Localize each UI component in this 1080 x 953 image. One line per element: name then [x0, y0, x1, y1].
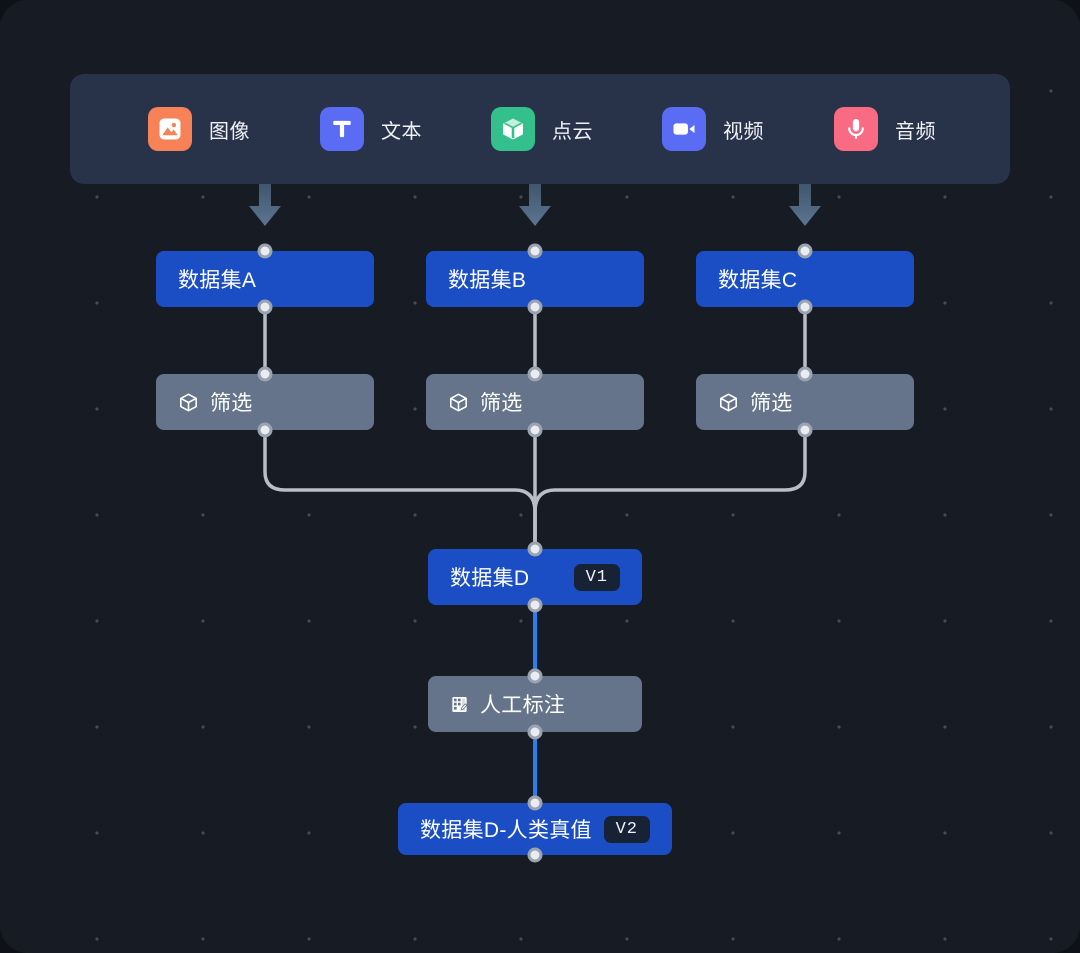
arrow-down-right-icon — [787, 184, 823, 233]
node-dataset-ground-truth-label: 数据集D-人类真值 — [420, 819, 592, 842]
tool-audio-label: 音频 — [895, 120, 936, 143]
port-ground-truth-out[interactable] — [527, 847, 543, 863]
image-icon — [148, 107, 192, 151]
port-filter-c-in[interactable] — [797, 366, 813, 382]
port-filter-b-out[interactable] — [527, 422, 543, 438]
port-dataset-d-out[interactable] — [527, 597, 543, 613]
node-filter-a-label: 筛选 — [210, 392, 253, 415]
node-annotate[interactable]: 人工标注 — [428, 676, 642, 732]
version-badge-v1: V1 — [573, 563, 620, 591]
tool-image-label: 图像 — [209, 120, 250, 143]
port-filter-b-in[interactable] — [527, 366, 543, 382]
audio-icon — [834, 107, 878, 151]
edge-filterc-dsd[interactable] — [533, 428, 807, 551]
port-dataset-b-in[interactable] — [527, 243, 543, 259]
tool-video[interactable]: 视频 — [662, 107, 764, 151]
video-icon — [662, 107, 706, 151]
port-dataset-c-out[interactable] — [797, 299, 813, 315]
node-dataset-d[interactable]: 数据集D V1 — [428, 549, 642, 605]
node-dataset-d-label: 数据集D — [450, 567, 530, 590]
node-dataset-b-label: 数据集B — [448, 269, 527, 292]
pointcloud-icon — [491, 107, 535, 151]
port-dataset-c-in[interactable] — [797, 243, 813, 259]
tool-audio[interactable]: 音频 — [834, 107, 936, 151]
port-filter-a-in[interactable] — [257, 366, 273, 382]
node-dataset-a-label: 数据集A — [178, 269, 257, 292]
cube-icon — [448, 392, 469, 413]
edge-filtera-dsd[interactable] — [263, 428, 537, 551]
port-ground-truth-in[interactable] — [527, 795, 543, 811]
tool-text-label: 文本 — [381, 120, 422, 143]
arrow-down-left-icon — [247, 184, 283, 233]
node-dataset-b[interactable]: 数据集B — [426, 251, 644, 307]
port-filter-c-out[interactable] — [797, 422, 813, 438]
node-filter-a[interactable]: 筛选 — [156, 374, 374, 430]
node-dataset-ground-truth[interactable]: 数据集D-人类真值 V2 — [398, 803, 672, 855]
port-annotate-out[interactable] — [527, 724, 543, 740]
annotate-icon — [450, 695, 469, 714]
tool-video-label: 视频 — [723, 120, 764, 143]
node-dataset-c-label: 数据集C — [718, 269, 798, 292]
tool-image[interactable]: 图像 — [148, 107, 250, 151]
tool-pointcloud-label: 点云 — [552, 120, 593, 143]
arrow-down-center-icon — [517, 184, 553, 233]
source-type-toolbar[interactable]: 图像 文本 点云 — [70, 74, 1010, 184]
port-dataset-d-in[interactable] — [527, 541, 543, 557]
node-filter-c[interactable]: 筛选 — [696, 374, 914, 430]
tool-pointcloud[interactable]: 点云 — [491, 107, 593, 151]
version-badge-v2: V2 — [603, 815, 650, 843]
node-filter-b-label: 筛选 — [480, 392, 523, 415]
port-dataset-a-out[interactable] — [257, 299, 273, 315]
node-annotate-label: 人工标注 — [480, 694, 566, 717]
cube-icon — [718, 392, 739, 413]
node-dataset-c[interactable]: 数据集C — [696, 251, 914, 307]
node-dataset-a[interactable]: 数据集A — [156, 251, 374, 307]
tool-text[interactable]: 文本 — [320, 107, 422, 151]
text-icon — [320, 107, 364, 151]
port-filter-a-out[interactable] — [257, 422, 273, 438]
node-filter-b[interactable]: 筛选 — [426, 374, 644, 430]
node-filter-c-label: 筛选 — [750, 392, 793, 415]
port-annotate-in[interactable] — [527, 668, 543, 684]
cube-icon — [178, 392, 199, 413]
port-dataset-b-out[interactable] — [527, 299, 543, 315]
port-dataset-a-in[interactable] — [257, 243, 273, 259]
